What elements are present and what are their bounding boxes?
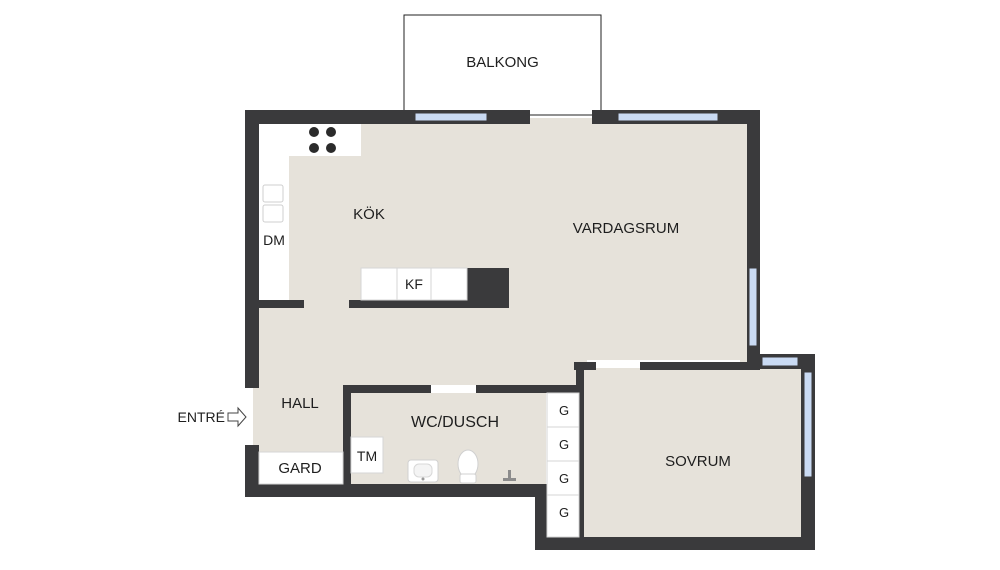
balcony-outline xyxy=(403,14,602,116)
bedroom-wardrobes xyxy=(546,392,580,538)
faucet-icon xyxy=(503,470,516,481)
room-label-gard: GARD xyxy=(278,460,322,477)
room-label-kok: KÖK xyxy=(353,205,385,223)
wardrobe-label: G xyxy=(559,471,569,486)
fixture-label-drying-cabinet: TM xyxy=(357,448,377,464)
kitchen-island xyxy=(360,267,468,301)
entrance-label: ENTRÉ xyxy=(178,409,225,425)
window-bedroom-top xyxy=(761,356,799,367)
room-label-balkong: BALKONG xyxy=(466,54,539,71)
hall-wardrobe xyxy=(258,451,344,485)
wardrobe-label: G xyxy=(559,505,569,520)
room-label-vardagsrum: VARDAGSRUM xyxy=(573,220,679,237)
counter-cabinets xyxy=(262,184,284,223)
window-right xyxy=(748,267,758,347)
stove-burners-icon xyxy=(309,127,336,153)
drying-cabinet xyxy=(350,436,384,474)
room-label-hall: HALL xyxy=(281,395,319,412)
arrow-right-icon xyxy=(227,406,247,428)
fixture-label-fridge-freezer: KF xyxy=(405,276,423,292)
window-bedroom-right xyxy=(803,371,813,478)
room-label-sovrum: SOVRUM xyxy=(665,453,731,470)
window-top-left xyxy=(414,112,488,122)
windows xyxy=(414,112,813,478)
wardrobe-label: G xyxy=(559,437,569,452)
toilet-icon xyxy=(457,449,479,484)
wardrobe-label: G xyxy=(559,403,569,418)
room-label-wc-dusch: WC/DUSCH xyxy=(411,414,499,431)
fixture-label-dishwasher: DM xyxy=(263,232,285,248)
sink-icon xyxy=(407,459,439,483)
window-top-right xyxy=(617,112,719,122)
